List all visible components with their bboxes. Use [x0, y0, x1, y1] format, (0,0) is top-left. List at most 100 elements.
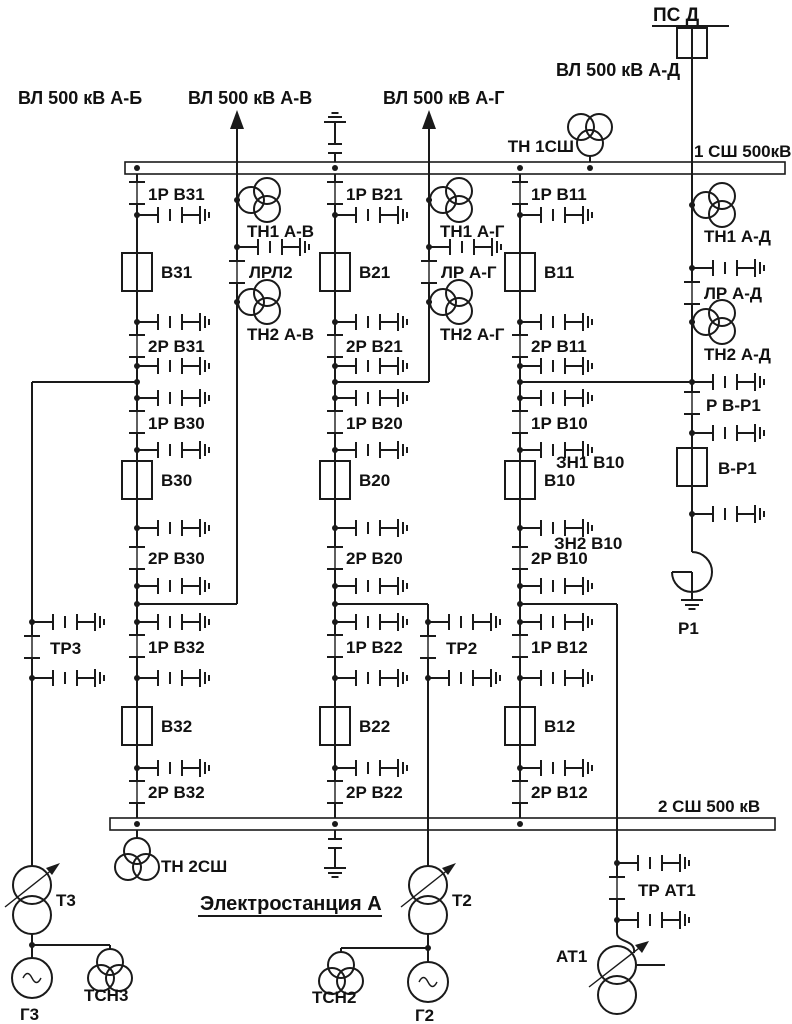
disconnector-label: 1Р В12: [531, 638, 588, 657]
disconnector-label: 1Р В21: [346, 185, 403, 204]
vt-triad-icon: [691, 299, 736, 345]
earth-icon: [680, 599, 704, 610]
line-ad-label: ВЛ 500 кВ А-Д: [556, 60, 680, 80]
reactor-breaker: [676, 447, 708, 487]
cap-branch: [688, 372, 765, 392]
line-vt2-label: ТН2 А-В: [247, 325, 314, 344]
line-disconnector: [682, 281, 702, 305]
line-vt1-label: ТН1 А-Д: [704, 227, 771, 246]
cap-branch: [424, 612, 501, 632]
t3-label: Т3: [56, 891, 76, 910]
t3-disconnector-label: ТР3: [50, 639, 81, 658]
bus1-earthing-switch: [323, 112, 347, 162]
disconnector-label: 2Р В30: [148, 549, 205, 568]
disconnector-label: 2Р В11: [531, 337, 587, 356]
line-disconnector: [227, 260, 247, 284]
remote-substation-label: ПС Д: [653, 5, 700, 26]
cap-branch: [613, 853, 690, 873]
disconnector-label: 2Р В10: [531, 549, 588, 568]
line-vt2-label: ТН2 А-Г: [440, 325, 505, 344]
vt-triad-icon: [567, 113, 613, 157]
bus2-label: 2 СШ 500 кВ: [658, 797, 760, 816]
line-arrow-icon: [230, 110, 244, 129]
transformer-t3-group: ТР3 Т3 ТСН3 Г3: [4, 381, 137, 1024]
disconnector-label: 1Р В31: [148, 185, 205, 204]
cap-branch: [613, 910, 690, 930]
earth-icon: [323, 867, 347, 878]
vt-triad-icon: [236, 279, 281, 325]
bus2-voltage-transformer: ТН 2СШ: [114, 830, 227, 881]
bus1-voltage-transformer: ТН 1СШ: [508, 113, 613, 162]
disconnector-label: 1Р В22: [346, 638, 403, 657]
breaker-label: В22: [359, 717, 390, 736]
disconnector-label: 2Р В12: [531, 783, 588, 802]
disconnector-label: 1Р В11: [531, 185, 587, 204]
vt-triad-icon: [236, 177, 281, 223]
at1-label: АТ1: [556, 947, 587, 966]
generator-icon: [11, 957, 53, 999]
bus1-bar: [124, 161, 786, 175]
bus1-vt-label: ТН 1СШ: [508, 137, 574, 156]
aux-transformer-icon: [87, 948, 133, 992]
line-disconnector-label: ЛР А-Д: [704, 284, 762, 303]
bus2-vt-label: ТН 2СШ: [161, 857, 227, 876]
t2-disconnector-label: ТР2: [446, 639, 477, 658]
line-disconnector: [419, 260, 439, 284]
tsn3-label: ТСН3: [84, 986, 128, 1005]
cap-branch: [424, 668, 501, 688]
disconnector-label: 2Р В20: [346, 549, 403, 568]
disconnector-label: 2Р В21: [346, 337, 403, 356]
line-vt1-label: ТН1 А-В: [247, 222, 314, 241]
cap-branch: [688, 423, 765, 443]
transformer-icon: [4, 862, 61, 935]
t3-disconnector: [22, 635, 42, 659]
g3-label: Г3: [20, 1005, 39, 1024]
reactor-disconnector-label: Р В-Р1: [706, 396, 761, 415]
line-disconnector-label: ЛРЛ2: [249, 263, 293, 282]
vt-triad-icon: [114, 837, 160, 881]
reactor-breaker-label: В-Р1: [718, 459, 757, 478]
bus1-vt-junction: [587, 165, 593, 171]
at1-disconnector: [607, 876, 627, 900]
vt-triad-icon: [428, 279, 473, 325]
bus1-label: 1 СШ 500кВ: [694, 142, 791, 161]
line-av-label: ВЛ 500 кВ А-В: [188, 88, 312, 108]
earth-icon: [323, 112, 347, 123]
breaker-label: В20: [359, 471, 390, 490]
breaker-label: В12: [544, 717, 575, 736]
bus1-group: 1 СШ 500кВ ТН 1СШ: [124, 112, 791, 175]
bus2-bar: [109, 817, 776, 831]
autotransformer-icon: [588, 941, 665, 1015]
station-title: Электростанция А: [200, 893, 382, 915]
line-bay-av: ВЛ 500 кВ А-В ТН1 А-В ЛРЛ2 ТН2 А-В: [137, 88, 314, 605]
breaker-string-s2: 1Р В21 В21 2Р В21 1Р В20 В20 2Р В20 1Р В…: [320, 165, 407, 827]
disconnector-label: 1Р В10: [531, 414, 588, 433]
cap-branch: [688, 504, 765, 524]
breaker-label: В10: [544, 471, 575, 490]
line-vt1-label: ТН1 А-Г: [440, 222, 505, 241]
line-ab-label: ВЛ 500 кВ А-Б: [18, 88, 142, 108]
generator-icon: [407, 961, 449, 1003]
line-bay-ad: ПС Д ВЛ 500 кВ А-Д ТН1 А-Д ЛР А-Д ТН2 А-…: [520, 5, 771, 638]
disconnector-label: 1Р В30: [148, 414, 205, 433]
autotransformer-at1-group: ТР АТ1 АТ1: [520, 603, 696, 1015]
breaker-label: В30: [161, 471, 192, 490]
g2-label: Г2: [415, 1006, 434, 1024]
vt-triad-icon: [691, 182, 736, 228]
bus2-group: 2 СШ 500 кВ ТН 2СШ: [109, 797, 776, 881]
line-arrow-icon: [422, 110, 436, 129]
disconnector-label: 1Р В20: [346, 414, 403, 433]
line-ag-label: ВЛ 500 кВ А-Г: [383, 88, 504, 108]
breaker-string-s3: 1Р В31 В31 2Р В31 1Р В30 В30 2Р В30 1Р В…: [122, 165, 209, 827]
t2-disconnector: [418, 635, 438, 659]
reactor-label: Р1: [678, 619, 699, 638]
line-vt2-label: ТН2 А-Д: [704, 345, 771, 364]
earthing-knife-label: ЗН1 В10: [556, 453, 624, 472]
disconnector-label: 2Р В22: [346, 783, 403, 802]
disconnector-label: 2Р В31: [148, 337, 205, 356]
cap-branch: [688, 258, 765, 278]
at1-disconnector-label: ТР АТ1: [638, 881, 696, 900]
reactor-disconnector: [682, 391, 702, 415]
